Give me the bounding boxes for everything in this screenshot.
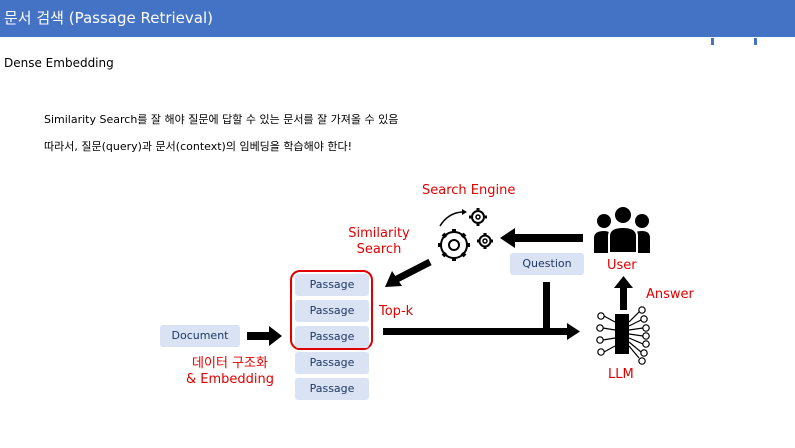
passage-box: Passage: [295, 300, 369, 322]
user-label: User: [607, 258, 637, 273]
answer-label: Answer: [646, 287, 694, 302]
similarity-label-line: Search: [356, 242, 402, 257]
accent-mark: [711, 38, 714, 45]
passage-box: Passage: [295, 378, 369, 400]
accent-mark: [754, 38, 757, 45]
body-line-1: Similarity Search를 잘 해야 질문에 답할 수 있는 문서를 …: [44, 113, 399, 126]
title-bar: 문서 검색 (Passage Retrieval): [0, 0, 795, 37]
similarity-arrow: [385, 258, 432, 287]
passage-box: Passage: [295, 352, 369, 374]
passage-box: Passage: [295, 274, 369, 296]
document-arrow: [247, 326, 282, 346]
llm-label: LLM: [608, 367, 634, 382]
neural-network-icon: [596, 306, 650, 365]
section-subtitle: Dense Embedding: [4, 56, 114, 70]
top-k-label: Top-k: [379, 304, 414, 319]
passage-box: Passage: [295, 326, 369, 348]
users-icon: [594, 205, 650, 254]
gears-icon: [438, 208, 493, 261]
page-title: 문서 검색 (Passage Retrieval): [4, 9, 214, 27]
top-k-arrow: [383, 323, 580, 340]
document-box: Document: [160, 325, 240, 347]
question-to-llm-line: [543, 282, 550, 332]
user-to-search-arrow: [500, 228, 583, 248]
similarity-label-line: Similarity: [348, 226, 410, 241]
structuring-label-line: & Embedding: [185, 372, 274, 387]
similarity-search-label: Similarity Search: [346, 226, 412, 258]
body-line-2: 따라서, 질문(query)과 문서(context)의 임베딩을 학습해야 한…: [44, 140, 353, 153]
structuring-label: 데이터 구조화 & Embedding: [180, 356, 280, 388]
question-box: Question: [510, 253, 584, 275]
structuring-label-line: 데이터 구조화: [192, 356, 268, 371]
top-k-highlight: [290, 270, 373, 350]
answer-arrow: [614, 276, 633, 310]
search-engine-label: Search Engine: [422, 183, 516, 198]
